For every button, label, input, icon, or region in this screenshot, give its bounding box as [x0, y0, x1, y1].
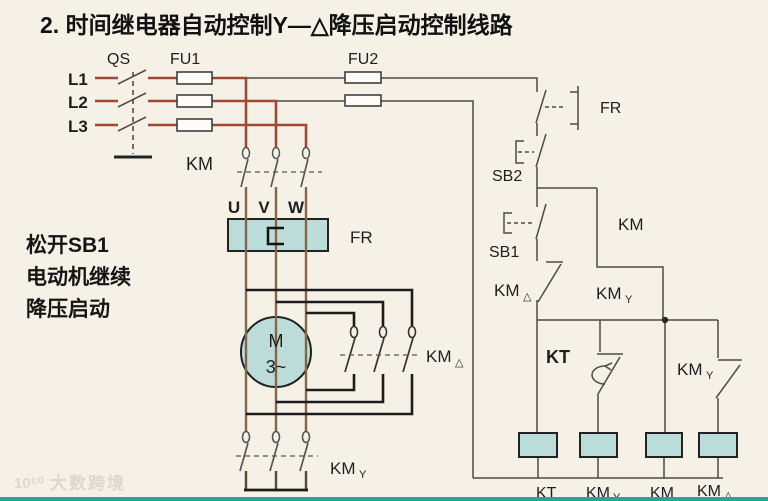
delta-bracket-wiring: [246, 288, 414, 416]
kmy-main-sub: Y: [359, 469, 367, 481]
fu1-fuses: [176, 71, 213, 132]
km-delta-main-sub: △: [455, 357, 464, 369]
fu2-label: FU2: [348, 51, 378, 68]
km-main-contacts: [237, 146, 322, 188]
kt-contact-label: KT: [546, 347, 570, 367]
km-delta-interlock-sub: △: [523, 291, 532, 303]
km-delta-coil-sub: △: [724, 490, 733, 501]
kmy-branch-sub: Y: [625, 294, 633, 306]
qs-label: QS: [107, 51, 130, 68]
kmy-interlock-label: KM: [677, 360, 703, 379]
side-note-line2: 电动机继续: [26, 265, 131, 289]
fr-thermal-box: [227, 218, 329, 252]
fu2-fuses: [344, 71, 382, 107]
control-feed-links: [246, 77, 345, 102]
kmy-interlock-sub: Y: [706, 370, 714, 382]
km-main-label: KM: [186, 154, 213, 174]
fr-main-label: FR: [350, 228, 373, 247]
fr-control-label: FR: [600, 100, 621, 117]
watermark-logo: 10⁵⁰: [14, 475, 44, 492]
side-note-line3: 降压启动: [26, 297, 110, 321]
kmy-coil-sub: Y: [613, 492, 621, 501]
l3-label: L3: [68, 117, 88, 136]
terminal-w-label: W: [288, 198, 305, 217]
km-delta-contacts: [340, 325, 420, 373]
three-phase-lines: [95, 76, 308, 148]
l1-label: L1: [68, 70, 88, 89]
wire-junction-dot: [661, 316, 669, 324]
kmy-main-label: KM: [330, 459, 356, 478]
qs-switch: [114, 69, 152, 159]
watermark: 10⁵⁰ 大数跨境: [14, 473, 126, 493]
terminal-v-label: V: [258, 198, 270, 217]
km-selfhold-label: KM: [618, 215, 644, 234]
km-delta-main-label: KM: [426, 347, 452, 366]
km-delta-coil-label: KM: [697, 483, 721, 500]
km-coil: [645, 432, 683, 458]
km-delta-interlock-label: KM: [494, 281, 520, 300]
watermark-brand: 大数跨境: [50, 473, 126, 493]
fu1-label: FU1: [170, 51, 200, 68]
kmy-star-contacts: [236, 430, 318, 492]
fr-heater-symbol: [266, 226, 284, 246]
motor-phase-label: 3~: [266, 357, 287, 377]
side-note: 松开SB1 电动机继续 降压启动: [26, 233, 131, 321]
kmy-branch-label: KM: [596, 284, 622, 303]
relay-coils: [518, 432, 738, 458]
side-note-line1: 松开SB1: [26, 233, 109, 257]
page-title: 2. 时间继电器自动控制Y—△降压启动控制线路: [40, 12, 514, 38]
motor-label: M: [269, 331, 284, 351]
terminal-u-label: U: [228, 198, 240, 217]
kt-coil: [518, 432, 558, 458]
control-circuit-wiring: [381, 77, 742, 479]
bottom-strip: [0, 497, 768, 501]
sb1-label: SB1: [489, 244, 519, 261]
l2-label: L2: [68, 93, 88, 112]
km-delta-coil: [698, 432, 738, 458]
sb2-label: SB2: [492, 168, 522, 185]
kmy-coil: [579, 432, 618, 458]
